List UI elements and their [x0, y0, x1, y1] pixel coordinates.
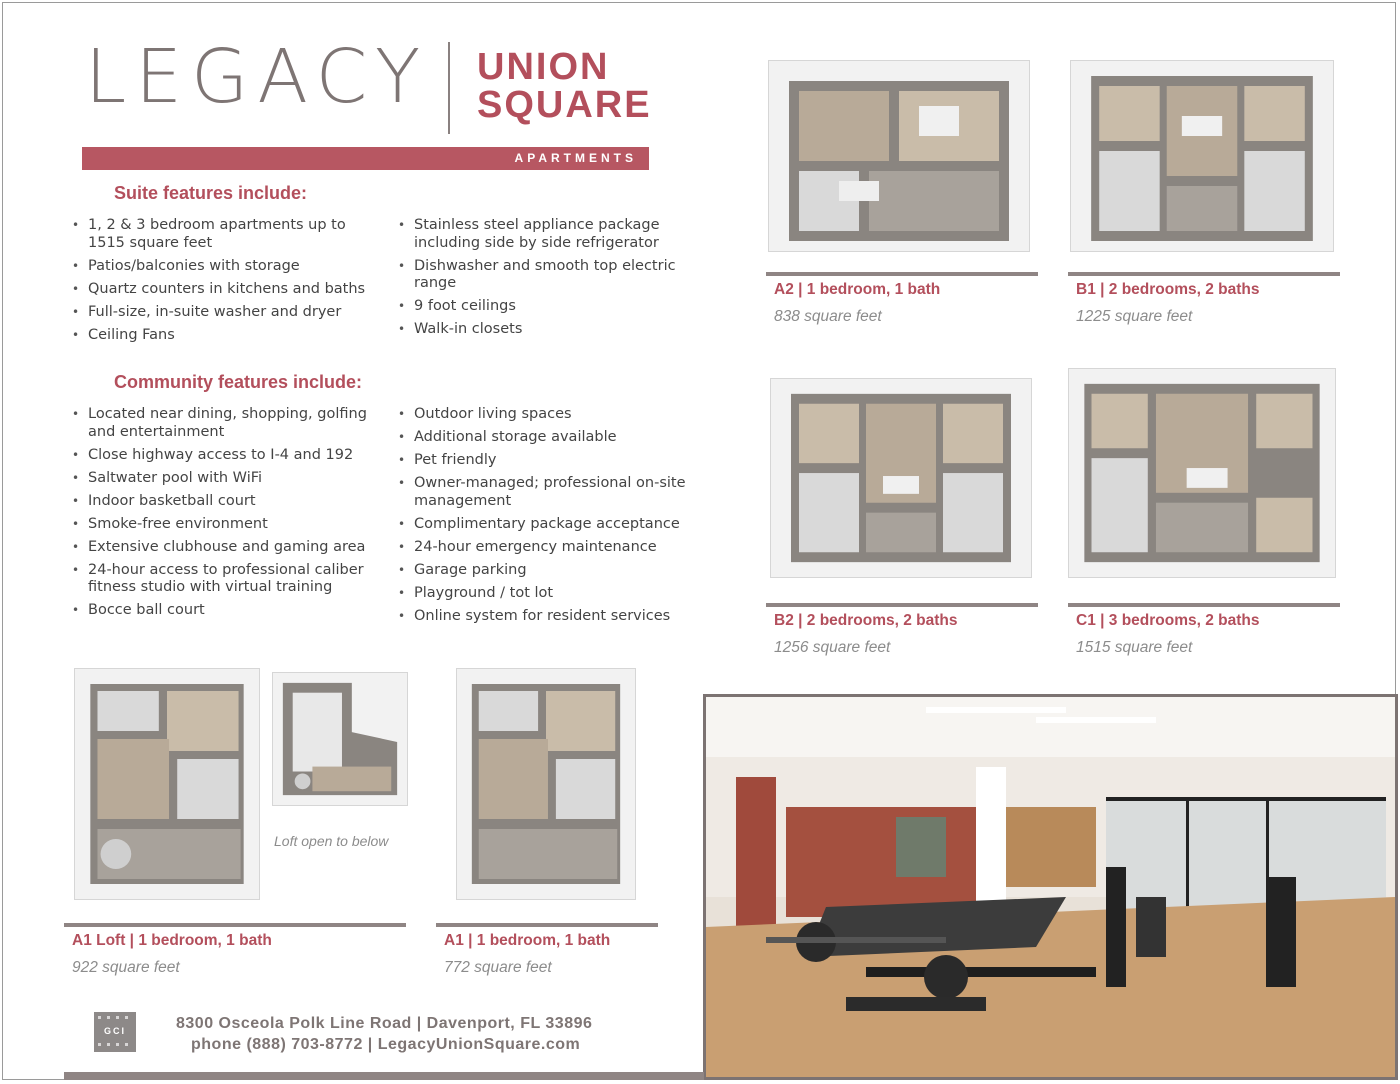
- floorplan-a1-illustration: [471, 684, 621, 884]
- feature-item: Garage parking: [396, 562, 686, 580]
- gci-logo: GCI: [94, 1012, 136, 1052]
- loft-caption: Loft open to below: [274, 833, 389, 849]
- apartments-tagline: APARTMENTS: [514, 151, 637, 165]
- footer-contact[interactable]: phone (888) 703-8772 | LegacyUnionSquare…: [191, 1036, 581, 1053]
- feature-item: Bocce ball court: [70, 602, 370, 620]
- floorplan-a1-title: A1 | 1 bedroom, 1 bath: [444, 932, 611, 949]
- feature-item: Extensive clubhouse and gaming area: [70, 539, 370, 557]
- gci-logo-text: GCI: [103, 1026, 126, 1036]
- brand-logo-legacy: LEGACY: [85, 34, 430, 120]
- feature-item: Complimentary package acceptance: [396, 516, 686, 534]
- floorplan-c1-rule: [1068, 603, 1340, 607]
- floorplan-a1-loft-title: A1 Loft | 1 bedroom, 1 bath: [72, 932, 272, 949]
- footer-address: 8300 Osceola Polk Line Road | Davenport,…: [176, 1015, 593, 1032]
- floorplan-a2-image: [768, 60, 1030, 252]
- footer-rule: [64, 1072, 704, 1080]
- feature-item: Walk-in closets: [396, 321, 676, 339]
- community-features-list-1: Located near dining, shopping, golfing a…: [70, 406, 370, 625]
- feature-item: Ceiling Fans: [70, 327, 370, 345]
- floorplan-b2-rule: [766, 603, 1038, 607]
- feature-item: Pet friendly: [396, 452, 686, 470]
- floorplan-b1-illustration: [1091, 76, 1313, 241]
- feature-item: 1, 2 & 3 bedroom apartments up to 1515 s…: [70, 217, 370, 252]
- floorplan-a2-rule: [766, 272, 1038, 276]
- floorplan-a1-loft-sqft: 922 square feet: [72, 959, 180, 976]
- floorplan-b2-sqft: 1256 square feet: [774, 639, 891, 656]
- feature-item: Outdoor living spaces: [396, 406, 686, 424]
- community-features-list-2: Outdoor living spacesAdditional storage …: [396, 406, 686, 631]
- floorplan-a1-sqft: 772 square feet: [444, 959, 552, 976]
- floorplan-a1-loft-upper-image: [272, 672, 408, 806]
- floorplan-a1-rule: [436, 923, 658, 927]
- feature-item: Stainless steel appliance package includ…: [396, 217, 676, 252]
- feature-item: Additional storage available: [396, 429, 686, 447]
- feature-item: Dishwasher and smooth top electric range: [396, 258, 676, 293]
- feature-item: Smoke-free environment: [70, 516, 370, 534]
- floorplan-a2-illustration: [789, 81, 1009, 241]
- floorplan-b2-illustration: [791, 393, 1011, 563]
- feature-item: Close highway access to I-4 and 192: [70, 447, 370, 465]
- floorplan-b1-sqft: 1225 square feet: [1076, 308, 1193, 325]
- floorplan-loft-upper-illustration: [282, 682, 398, 796]
- feature-item: Playground / tot lot: [396, 585, 686, 603]
- feature-item: Full-size, in-suite washer and dryer: [70, 304, 370, 322]
- brand-logo-square: SQUARE: [477, 84, 652, 126]
- floorplan-c1-image: [1068, 368, 1336, 578]
- floorplan-c1-sqft: 1515 square feet: [1076, 639, 1193, 656]
- floorplan-a1-loft-rule: [64, 923, 406, 927]
- suite-features-heading: Suite features include:: [114, 183, 308, 203]
- apartments-banner: APARTMENTS: [82, 147, 649, 170]
- feature-item: Quartz counters in kitchens and baths: [70, 281, 370, 299]
- feature-item: 24-hour access to professional caliber f…: [70, 562, 370, 597]
- feature-item: Owner-managed; professional on-site mana…: [396, 475, 686, 510]
- floorplan-b1-rule: [1068, 272, 1340, 276]
- floorplan-a1-loft-illustration: [90, 684, 244, 884]
- fitness-studio-photo: [703, 694, 1398, 1080]
- floorplan-b1-title: B1 | 2 bedrooms, 2 baths: [1076, 281, 1260, 298]
- feature-item: Indoor basketball court: [70, 493, 370, 511]
- feature-item: 24-hour emergency maintenance: [396, 539, 686, 557]
- floorplan-b1-image: [1070, 60, 1334, 252]
- floorplan-a2-sqft: 838 square feet: [774, 308, 882, 325]
- floorplan-c1-title: C1 | 3 bedrooms, 2 baths: [1076, 612, 1260, 629]
- brand-logo-union: UNION: [477, 46, 610, 88]
- floorplan-c1-illustration: [1084, 383, 1320, 563]
- fitness-studio-illustration: [706, 697, 1395, 1077]
- feature-item: Online system for resident services: [396, 608, 686, 626]
- feature-item: Saltwater pool with WiFi: [70, 470, 370, 488]
- floorplan-a1-loft-image: [74, 668, 260, 900]
- floorplan-b2-image: [770, 378, 1032, 578]
- suite-features-list-2: Stainless steel appliance package includ…: [396, 217, 676, 344]
- feature-item: 9 foot ceilings: [396, 298, 676, 316]
- logo-divider: [448, 42, 450, 134]
- floorplan-a2-title: A2 | 1 bedroom, 1 bath: [774, 281, 941, 298]
- community-features-heading: Community features include:: [114, 372, 363, 392]
- suite-features-list-1: 1, 2 & 3 bedroom apartments up to 1515 s…: [70, 217, 370, 350]
- feature-item: Patios/balconies with storage: [70, 258, 370, 276]
- floorplan-a1-image: [456, 668, 636, 900]
- floorplan-b2-title: B2 | 2 bedrooms, 2 baths: [774, 612, 958, 629]
- feature-item: Located near dining, shopping, golfing a…: [70, 406, 370, 441]
